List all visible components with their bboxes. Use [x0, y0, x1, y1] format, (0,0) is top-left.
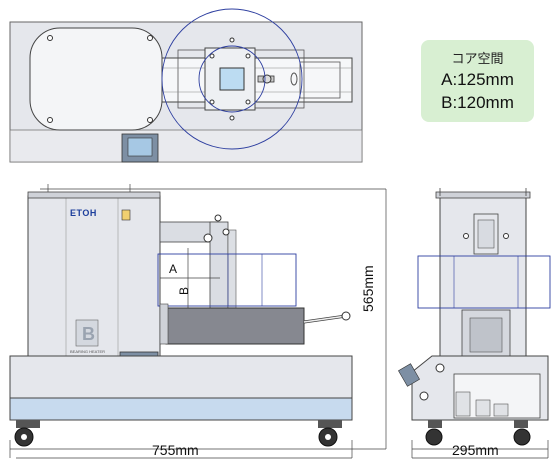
- core-space-a: A:125mm: [441, 70, 514, 89]
- dimension-a-label: A: [169, 262, 178, 276]
- front-base: [9, 355, 353, 399]
- depth-dimension: 295mm: [452, 442, 499, 458]
- bearing-logo-icon: [75, 319, 99, 347]
- top-view: [9, 8, 363, 163]
- core-space-panel: コア空間 A:125mm B:120mm: [421, 40, 534, 122]
- top-view-core: [219, 67, 245, 91]
- front-view: B: [9, 184, 387, 459]
- core-space-b: B:120mm: [441, 93, 514, 112]
- heating-bed: [165, 307, 305, 345]
- side-caster-right: [513, 428, 531, 446]
- product-name-text: BEARING HEATER: [70, 349, 106, 354]
- side-core-outline: [417, 255, 551, 309]
- width-dimension: 755mm: [152, 442, 199, 458]
- core-space-title: コア空間: [451, 51, 504, 66]
- side-caster-left: [425, 428, 443, 446]
- core-range-circle-large: [161, 8, 303, 150]
- svg-text:B: B: [82, 324, 95, 344]
- etoh-logo: ETOH: [70, 208, 97, 218]
- core-outline: [157, 253, 297, 307]
- core-range-circle-small: [198, 45, 266, 113]
- dimension-b-label: B: [177, 286, 191, 295]
- front-base-stripe: [9, 397, 353, 421]
- top-view-pad: [29, 27, 163, 131]
- height-dimension: 565mm: [360, 265, 376, 312]
- side-view: [398, 188, 551, 459]
